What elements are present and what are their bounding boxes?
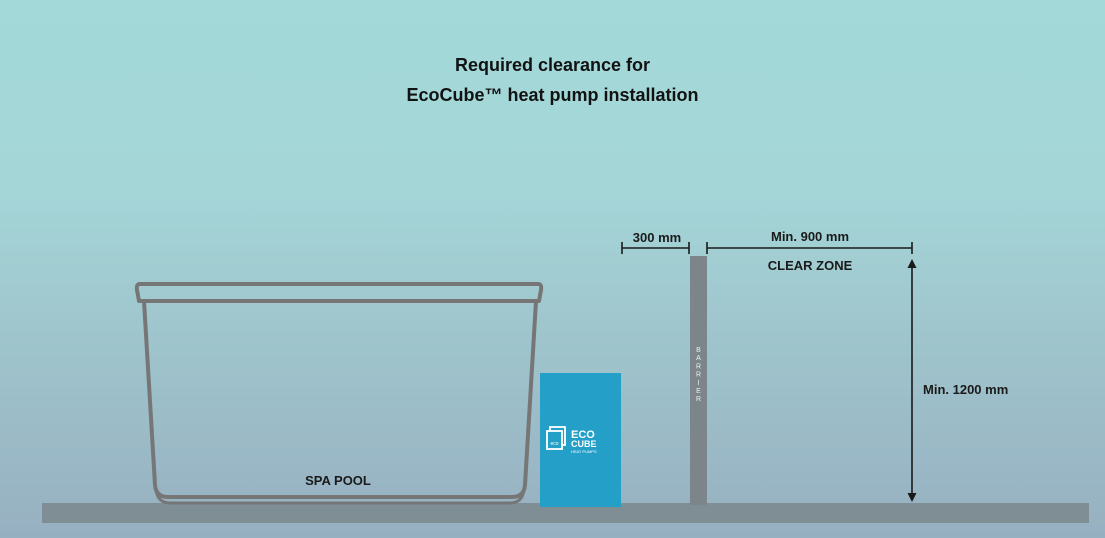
spa-pool: SPA POOL <box>134 282 544 505</box>
height-arrow-down <box>907 493 917 502</box>
spa-pool-base <box>154 489 526 505</box>
logo-bottom-text: CUBE <box>571 439 597 449</box>
heat-pump-unit: eco ECO CUBE HEAT PUMPS <box>540 373 621 507</box>
barrier-letter: B <box>696 347 701 354</box>
ground-slab <box>42 503 1089 523</box>
logo-mark-front <box>546 430 563 450</box>
side-gap-label: 300 mm <box>633 230 681 245</box>
barrier-letter: A <box>696 355 701 362</box>
spa-pool-body <box>142 300 538 499</box>
height-arrow-up <box>907 259 917 268</box>
logo-sub-text: HEAT PUMPS <box>571 449 597 454</box>
front-clearance-label: Min. 900 mm <box>771 229 849 244</box>
height-label: Min. 1200 mm <box>923 382 1008 397</box>
ecocube-logo: eco ECO CUBE HEAT PUMPS <box>546 426 597 454</box>
side-gap-dimension <box>621 242 690 254</box>
diagram-title: Required clearance for EcoCube™ heat pum… <box>0 50 1105 110</box>
barrier-letter: R <box>696 363 701 370</box>
barrier-letter: R <box>696 396 701 403</box>
clear-zone-label: CLEAR ZONE <box>768 258 853 273</box>
spa-pool-rim <box>134 282 544 303</box>
barrier-post <box>690 256 707 505</box>
height-dimension <box>907 259 917 502</box>
spa-pool-label: SPA POOL <box>305 473 371 488</box>
title-line-2: EcoCube™ heat pump installation <box>406 85 699 105</box>
title-line-1: Required clearance for <box>454 55 651 75</box>
front-clearance-dimension <box>706 242 913 254</box>
logo-top-text: ECO <box>571 429 595 441</box>
barrier-letter: R <box>696 372 701 379</box>
barrier-letter: I <box>698 380 700 387</box>
logo-mark-text: eco <box>550 441 558 447</box>
barrier-letter: E <box>696 388 701 395</box>
